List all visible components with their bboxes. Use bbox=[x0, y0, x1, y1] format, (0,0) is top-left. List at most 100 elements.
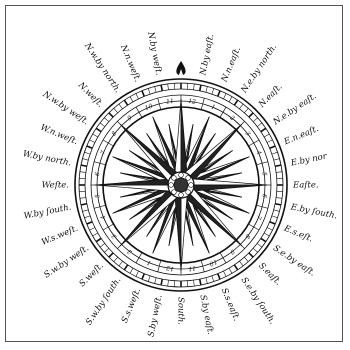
ring-tick bbox=[100, 123, 105, 127]
ring-tick bbox=[223, 271, 226, 276]
compass-point-label: S.by weſt. bbox=[146, 294, 164, 338]
hour-divider bbox=[249, 140, 259, 146]
ring-tick bbox=[155, 278, 157, 284]
compass-point-label: N.n.eaſt. bbox=[219, 45, 243, 84]
rosette-petal bbox=[186, 190, 191, 195]
ring-tick bbox=[270, 146, 276, 148]
ring-number: 5 bbox=[94, 193, 101, 198]
ring-tick bbox=[274, 210, 280, 212]
compass-point-label: S.e.by ſouth. bbox=[239, 276, 277, 327]
ring-tick bbox=[272, 152, 278, 154]
ring-tick bbox=[264, 233, 269, 236]
ring-tick bbox=[206, 278, 208, 284]
ring-number: 1 bbox=[210, 103, 216, 111]
ring-tick bbox=[229, 268, 232, 273]
ring-tick bbox=[84, 216, 90, 218]
ring-tick bbox=[257, 123, 262, 127]
ring-number: 9 bbox=[228, 248, 235, 256]
ring-tick bbox=[223, 94, 226, 99]
ring-number: 7 bbox=[255, 214, 263, 220]
ring-tick bbox=[229, 97, 232, 102]
ring-tick bbox=[104, 248, 109, 252]
ring-tick bbox=[244, 108, 248, 113]
ring-number: 11 bbox=[188, 264, 196, 272]
compass-point-label: S.weſt. bbox=[78, 261, 106, 289]
hour-divider bbox=[136, 253, 142, 263]
ring-tick bbox=[218, 91, 220, 97]
ring-tick bbox=[194, 84, 195, 90]
ring-tick bbox=[253, 118, 258, 122]
ring-tick bbox=[275, 204, 281, 205]
ring-number: 9 bbox=[126, 114, 133, 122]
hour-divider bbox=[220, 253, 226, 263]
ring-tick bbox=[267, 227, 272, 230]
ring-tick bbox=[239, 261, 243, 266]
ring-number: 4 bbox=[254, 149, 262, 156]
compass-point-label: E.by nor bbox=[289, 151, 329, 168]
ring-tick bbox=[136, 271, 139, 276]
ring-tick bbox=[168, 84, 169, 90]
rosette-petal bbox=[186, 176, 191, 181]
ring-tick bbox=[80, 198, 86, 199]
hour-divider bbox=[249, 224, 259, 230]
ring-tick bbox=[276, 198, 282, 199]
rosette-petal bbox=[189, 183, 194, 188]
ring-number: 4 bbox=[99, 214, 107, 221]
compass-point-label: W.n.weſt. bbox=[39, 123, 80, 147]
compass-point-label: S.eaſt. bbox=[256, 261, 283, 288]
compass-point-label: S.e.by eaſt. bbox=[271, 243, 317, 278]
rosette-petal bbox=[172, 176, 177, 181]
compass-point-label: S.s.weſt. bbox=[120, 287, 143, 325]
ring-tick bbox=[82, 159, 88, 161]
ring-number: 6 bbox=[261, 194, 268, 199]
hour-divider bbox=[220, 107, 226, 117]
ring-number: 8 bbox=[244, 232, 252, 239]
ring-tick bbox=[234, 100, 237, 105]
ring-tick bbox=[93, 233, 98, 236]
ring-number: 10 bbox=[208, 258, 218, 267]
ring-number: 2 bbox=[126, 248, 134, 257]
ring-tick bbox=[84, 152, 90, 154]
ring-tick bbox=[212, 88, 214, 94]
ring-tick bbox=[130, 97, 133, 102]
rosette-petal bbox=[169, 183, 174, 188]
center-rosette-core bbox=[174, 178, 188, 192]
ring-tick bbox=[206, 86, 208, 92]
ring-tick bbox=[109, 253, 113, 257]
hour-divider bbox=[103, 224, 113, 230]
ring-tick bbox=[275, 165, 281, 166]
compass-point-label: S.s.eaſt. bbox=[219, 287, 242, 323]
compass-point-label: N.e.by eaſt. bbox=[271, 91, 319, 127]
ring-tick bbox=[130, 268, 133, 273]
ring-number: 3 bbox=[110, 232, 118, 239]
compass-point-label: W.s.weſt. bbox=[40, 224, 79, 248]
ring-tick bbox=[234, 265, 237, 270]
compass-point-label: N.n.weſt. bbox=[118, 43, 143, 84]
ring-tick bbox=[218, 274, 220, 280]
ring-tick bbox=[249, 253, 253, 257]
compass-point-label: N.by weſt. bbox=[145, 30, 164, 76]
ring-tick bbox=[114, 257, 118, 262]
ring-number: 6 bbox=[94, 172, 101, 177]
ring-number: 2 bbox=[228, 114, 236, 123]
hour-divider bbox=[136, 107, 142, 117]
ring-tick bbox=[253, 248, 258, 252]
ring-tick bbox=[142, 91, 144, 97]
ring-number: 10 bbox=[144, 103, 154, 112]
ring-tick bbox=[114, 108, 118, 113]
ring-tick bbox=[249, 113, 253, 117]
ring-number: 12 bbox=[166, 264, 175, 272]
ring-tick bbox=[90, 227, 95, 230]
compass-point-label: N.weſt. bbox=[75, 80, 105, 110]
ring-tick bbox=[267, 140, 272, 143]
ring-tick bbox=[124, 100, 127, 105]
compass-point-label: S.by eaſt. bbox=[197, 294, 215, 336]
ring-tick bbox=[239, 104, 243, 109]
ring-tick bbox=[109, 113, 113, 117]
ring-tick bbox=[96, 128, 101, 131]
ring-number: 1 bbox=[146, 259, 152, 267]
compass-point-label: Eaſte. bbox=[292, 181, 319, 191]
ring-tick bbox=[124, 265, 127, 270]
compass-point-label: South. bbox=[176, 297, 186, 325]
